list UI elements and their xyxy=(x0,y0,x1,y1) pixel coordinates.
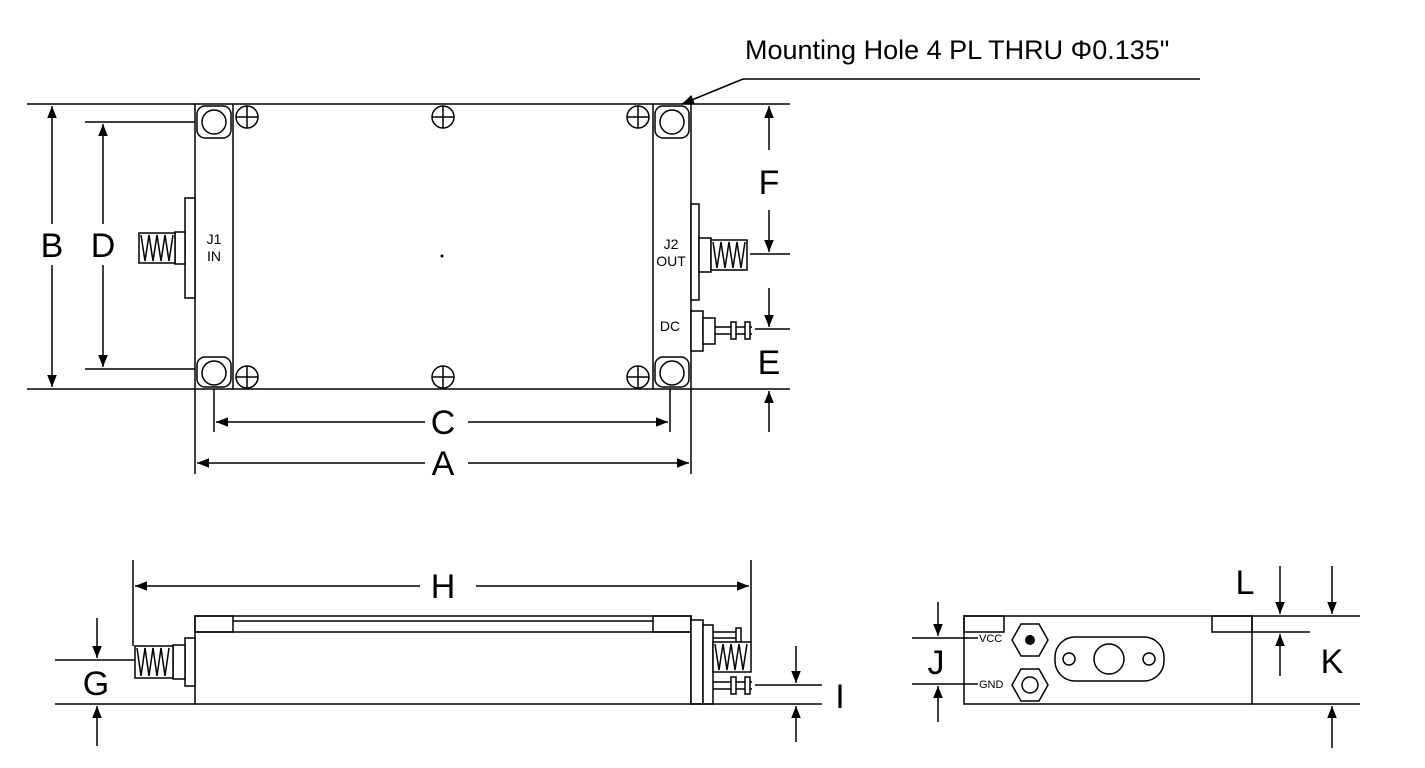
dim-j-label: J xyxy=(928,644,945,682)
mounting-hole-icon xyxy=(654,105,690,139)
dim-d-label: D xyxy=(91,227,116,265)
screw-icon xyxy=(431,105,455,129)
mounting-hole-icon xyxy=(196,105,232,139)
j2-label: J2 xyxy=(664,236,679,252)
side-view: H G I xyxy=(55,560,845,746)
dc-label: DC xyxy=(660,318,680,334)
dim-k-label: K xyxy=(1321,643,1344,681)
dim-g-label: G xyxy=(83,665,109,703)
screw-icon xyxy=(235,105,259,129)
vcc-label: VCC xyxy=(979,633,1002,645)
dim-i-label: I xyxy=(835,678,844,716)
screw-icon xyxy=(431,365,455,389)
mounting-hole-icon xyxy=(654,356,690,388)
connector-stack-side-right-icon xyxy=(690,619,752,705)
screw-icon xyxy=(235,365,259,389)
dim-c-label: C xyxy=(431,404,456,442)
dim-l-label: L xyxy=(1236,564,1255,602)
sma-connector-j1-icon xyxy=(138,197,196,299)
housing-top-outline xyxy=(194,103,692,390)
dc-feedthrough-icon xyxy=(690,310,752,352)
j1-sub-label: IN xyxy=(207,248,221,264)
screw-icon xyxy=(626,365,650,389)
screw-icon xyxy=(626,105,650,129)
mounting-hole-icon xyxy=(196,356,232,388)
end-view: VCC GND J L K xyxy=(912,564,1360,748)
sma-connector-j2-icon xyxy=(690,203,748,301)
top-view: J1 IN J2 OUT DC Mounting Hole 4 PL THRU … xyxy=(27,35,1200,483)
housing-side-outline xyxy=(194,615,692,705)
vcc-terminal-icon xyxy=(1011,623,1049,657)
dim-e-label: E xyxy=(758,344,781,382)
dim-b-label: B xyxy=(41,227,64,265)
gnd-label: GND xyxy=(979,679,1004,691)
dim-a-label: A xyxy=(432,445,455,483)
flange-connector-icon xyxy=(1054,636,1165,682)
center-mark xyxy=(440,254,444,258)
sma-connector-side-left-icon xyxy=(134,637,196,687)
housing-end-outline xyxy=(963,615,1253,705)
gnd-terminal-icon xyxy=(1011,668,1049,702)
note-leader-arrow xyxy=(681,78,744,105)
dim-f-label: F xyxy=(759,164,780,202)
mounting-hole-note: Mounting Hole 4 PL THRU Φ0.135" xyxy=(745,35,1169,65)
j1-label: J1 xyxy=(207,231,222,247)
dim-h-label: H xyxy=(431,568,456,606)
j2-sub-label: OUT xyxy=(656,253,686,269)
